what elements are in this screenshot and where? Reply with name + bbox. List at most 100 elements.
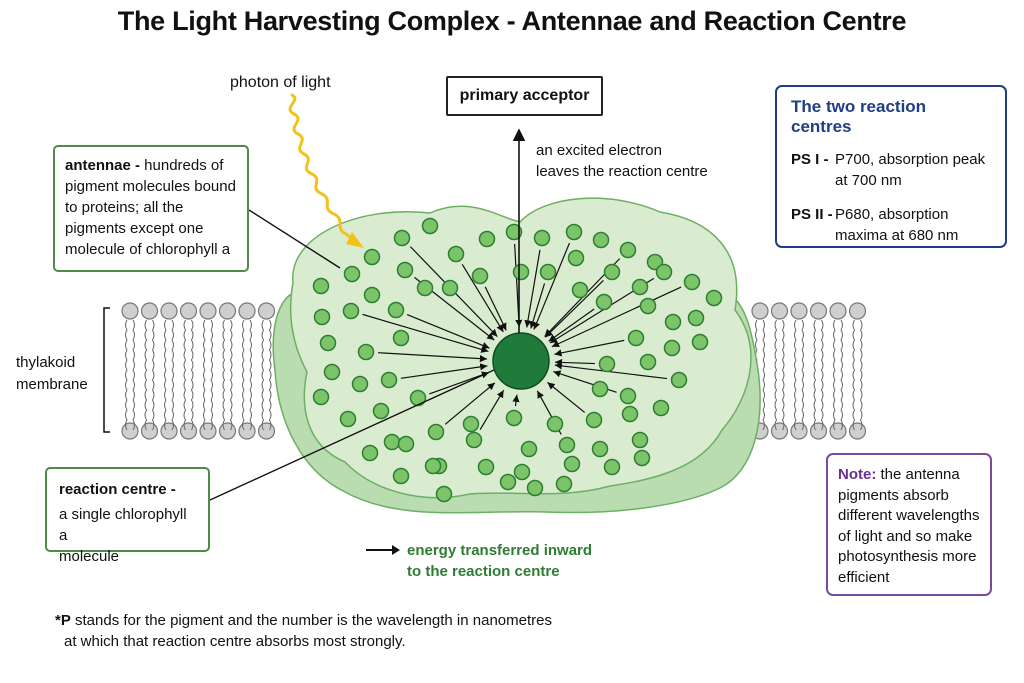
lipid-tail	[210, 319, 213, 431]
lipid-tail	[794, 319, 797, 431]
note-text-1: the antenna	[876, 466, 960, 483]
note-text-6: efficient	[838, 568, 890, 586]
lipid-head	[238, 422, 256, 440]
thylakoid-membrane-label: thylakoid membrane	[16, 352, 96, 396]
antenna-pigments	[312, 217, 723, 503]
reaction-centre-callout: reaction centre - a single chlorophyll a…	[45, 467, 210, 565]
energy-transfer-arrow	[362, 313, 489, 353]
antennae-term: antennae -	[65, 157, 141, 174]
reaction-centre-chlorophyll	[492, 332, 550, 390]
pigment-molecule	[351, 375, 369, 393]
reaction-centre-text-1: a single chlorophyll a	[59, 506, 187, 544]
pigment-molecule	[372, 402, 390, 420]
lipid-tail	[183, 319, 187, 431]
thylakoid-membrane-left	[121, 302, 276, 440]
lipid-tail	[164, 319, 167, 431]
lipid-head	[238, 302, 256, 320]
lipid-head	[848, 422, 867, 440]
ps1-item: PS I - P700, absorption peak at 700 nm	[791, 149, 991, 191]
ps1-line-1: P700, absorption peak	[835, 151, 986, 168]
pigment-molecule	[598, 355, 616, 373]
lipid-head	[179, 422, 198, 440]
pigment-molecule	[387, 301, 405, 319]
pigment-molecule	[312, 277, 330, 295]
pigment-molecule	[380, 371, 398, 389]
lipid-head	[829, 422, 847, 440]
energy-transfer-arrow	[554, 362, 668, 380]
lipid-tail	[249, 319, 252, 431]
pigment-molecule	[383, 433, 401, 451]
pigment-molecule	[619, 241, 637, 259]
lipid-tail	[820, 319, 824, 431]
ps2-key: PS II -	[791, 206, 833, 223]
lipid-tail	[781, 319, 785, 431]
pigment-molecule	[462, 415, 480, 433]
footnote-line-1: stands for the pigment and the number is…	[70, 612, 552, 629]
legend-line-1: energy transferred inward	[407, 542, 593, 559]
diagram-title: The Light Harvesting Complex - Antennae …	[117, 6, 907, 36]
energy-transfer-arrow	[429, 371, 490, 395]
pigment-molecule	[343, 265, 361, 283]
lipid-head	[257, 422, 276, 440]
lipid-tail	[261, 319, 265, 431]
pigment-molecule	[427, 423, 445, 441]
ps2-line-1: P680, absorption	[835, 206, 949, 223]
lipid-tail	[833, 319, 836, 431]
pigment-molecule	[705, 289, 723, 307]
energy-transfer-arrow	[533, 242, 570, 330]
lipid-tail	[801, 319, 804, 431]
pigment-molecule	[421, 217, 439, 235]
excited-electron-label: an excited electron leaves the reaction …	[536, 140, 708, 182]
lipid-head	[199, 422, 217, 440]
pigment-molecule	[520, 440, 538, 458]
pigment-molecule	[447, 245, 465, 263]
ps1-desc: P700, absorption peak at 700 nm	[835, 149, 985, 191]
lipid-tail	[859, 319, 863, 431]
pigment-molecule	[435, 485, 453, 503]
legend-text: energy transferred inward to the reactio…	[407, 540, 637, 582]
lipid-tail	[813, 319, 817, 431]
energy-transfer-arrow	[524, 249, 541, 328]
lipid-head	[848, 302, 867, 320]
pigment-molecule	[691, 333, 709, 351]
pigment-molecule	[631, 278, 649, 296]
lipid-head	[160, 302, 178, 320]
thylakoid-line-1: thylakoid	[16, 354, 76, 371]
pigment-molecule	[339, 410, 357, 428]
lipid-head	[140, 422, 159, 440]
pigment-molecule	[409, 389, 427, 407]
legend-line-2: to the reaction centre	[407, 563, 560, 580]
pigment-molecule	[639, 297, 657, 315]
antennae-leader-line	[248, 209, 341, 269]
footnote-line-2: at which that reaction centre absorbs mo…	[64, 633, 406, 650]
pigment-molecule	[505, 223, 523, 241]
lipid-tail	[222, 319, 226, 431]
lipid-head	[790, 422, 808, 440]
lipid-tail	[125, 319, 128, 431]
lipid-tail	[840, 319, 843, 431]
lipid-head	[121, 302, 139, 320]
ps1-key: PS I -	[791, 151, 829, 168]
note-label: Note:	[838, 466, 877, 483]
lipid-head	[770, 302, 789, 320]
lipid-tail	[144, 319, 148, 431]
pigment-molecule	[392, 329, 410, 347]
pigment-molecule	[312, 388, 330, 406]
lipid-tail	[242, 319, 245, 431]
pigment-molecule	[393, 229, 411, 247]
pigment-molecule	[363, 248, 381, 266]
pigment-molecule	[424, 457, 442, 475]
pigment-molecule	[512, 263, 530, 281]
pigment-molecule	[595, 293, 613, 311]
pigment-molecule	[363, 286, 381, 304]
legend-arrow-icon	[366, 545, 400, 555]
footnote: *P stands for the pigment and the number…	[55, 610, 552, 652]
pigment-molecule	[683, 273, 701, 291]
pigment-molecule	[499, 473, 517, 491]
pigment-molecule	[655, 263, 673, 281]
pigment-molecule	[416, 279, 434, 297]
lipid-head	[218, 422, 237, 440]
reaction-centres-title: The two reaction centres	[791, 97, 927, 136]
pigment-molecule	[313, 308, 331, 326]
pigment-molecule	[361, 444, 379, 462]
